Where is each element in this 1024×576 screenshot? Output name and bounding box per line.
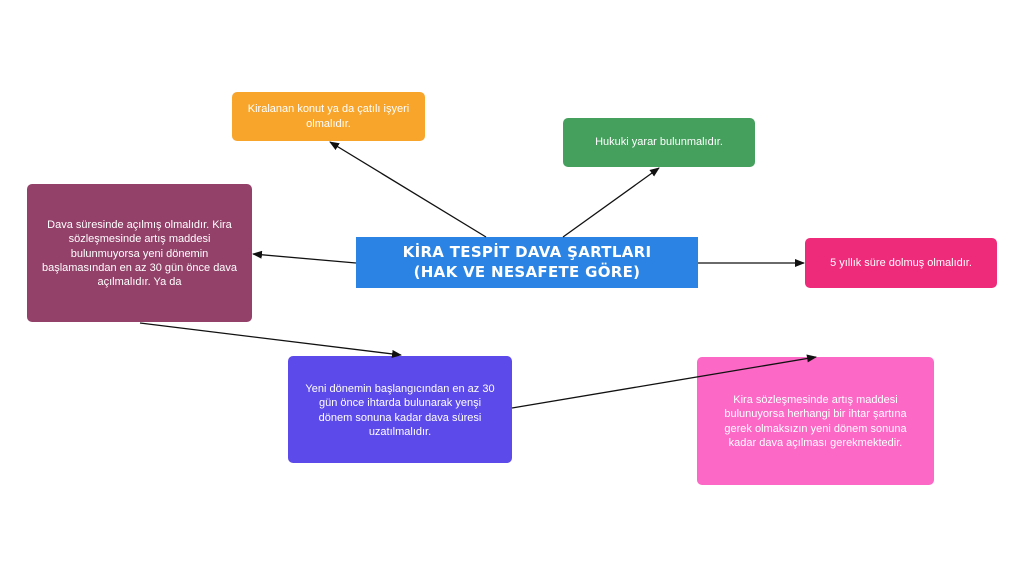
node-kiralanan-konut: Kiralanan konut ya da çatılı işyeri olma… xyxy=(232,92,425,141)
node-yeni-donem-ihtar-text: Yeni dönemin başlangıcından en az 30 gün… xyxy=(305,383,495,438)
node-bes-yillik-sure: 5 yıllık süre dolmuş olmalıdır. xyxy=(805,238,997,288)
arrow-center-to-yarar xyxy=(562,167,660,238)
node-hukuki-yarar-text: Hukuki yarar bulunmalıdır. xyxy=(595,136,723,149)
node-kiralanan-konut-text: Kiralanan konut ya da çatılı işyeri olma… xyxy=(247,103,410,130)
central-title-line2: (HAK VE NESAFETE GÖRE) xyxy=(413,262,641,281)
central-title-node: KİRA TESPİT DAVA ŞARTLARI (HAK VE NESAFE… xyxy=(356,237,698,288)
node-hukuki-yarar: Hukuki yarar bulunmalıdır. xyxy=(563,118,755,167)
arrow-center-to-dava xyxy=(252,250,357,264)
node-yeni-donem-ihtar: Yeni dönemin başlangıcından en az 30 gün… xyxy=(288,356,512,463)
arrow-center-to-konut xyxy=(329,141,487,238)
node-artis-maddesi: Kira sözleşmesinde artış maddesi bulunuy… xyxy=(697,357,934,485)
arrow-dava-to-yeni xyxy=(139,322,402,358)
node-dava-suresi: Dava süresinde açılmış olmalıdır. Kira s… xyxy=(27,184,252,322)
central-title-line1: KİRA TESPİT DAVA ŞARTLARI xyxy=(402,243,652,261)
node-dava-suresi-text: Dava süresinde açılmış olmalıdır. Kira s… xyxy=(41,219,238,289)
node-bes-yillik-sure-text: 5 yıllık süre dolmuş olmalıdır. xyxy=(830,256,972,269)
node-artis-maddesi-text: Kira sözleşmesinde artış maddesi bulunuy… xyxy=(724,394,907,449)
